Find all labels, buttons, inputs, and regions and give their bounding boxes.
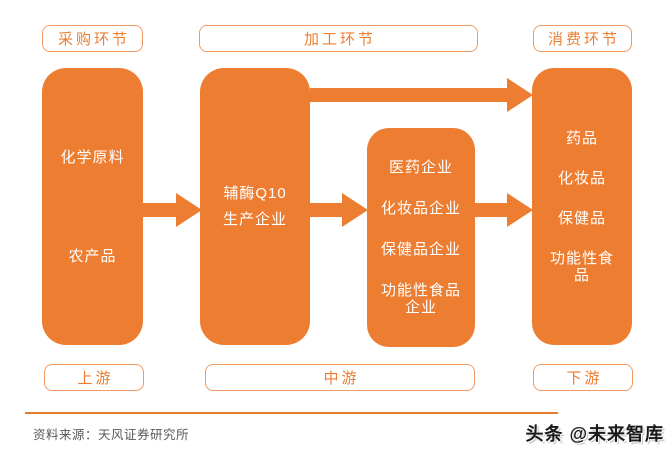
stage-tag-consumption: 消费环节 bbox=[533, 25, 632, 52]
arrow-head-icon bbox=[507, 78, 533, 112]
producer-line-manufacturers: 生产企业 bbox=[222, 211, 287, 228]
upstream-item-agricultural-products: 农产品 bbox=[68, 247, 117, 265]
source-note: 资料来源：天风证券研究所 bbox=[33, 428, 190, 442]
company-item-functional-food: 功能性食品企业 bbox=[380, 282, 461, 316]
upstream-item-chemical-materials: 化学原料 bbox=[60, 148, 125, 166]
stage-tag-upstream: 上游 bbox=[44, 364, 144, 391]
stage-tag-midstream: 中游 bbox=[205, 364, 475, 391]
product-item-healthcare: 保健品 bbox=[557, 209, 606, 227]
product-item-functional-food: 功能性食品 bbox=[549, 249, 614, 284]
stage-tag-processing: 加工环节 bbox=[199, 25, 478, 52]
stage-tag-processing-label: 加工环节 bbox=[303, 31, 376, 48]
producer-line-coq10: 辅酶Q10 bbox=[223, 185, 287, 202]
product-item-cosmetics: 化妆品 bbox=[557, 169, 606, 187]
stage-tag-midstream-label: 中游 bbox=[323, 370, 360, 387]
product-item-drugs: 药品 bbox=[565, 129, 598, 147]
stage-tag-consumption-label: 消费环节 bbox=[547, 31, 620, 48]
company-item-cosmetics: 化妆品企业 bbox=[380, 200, 461, 217]
downstream-companies-box: 医药企业 化妆品企业 保健品企业 功能性食品企业 bbox=[367, 128, 475, 347]
arrow-companies-to-products bbox=[475, 193, 533, 227]
arrow-head-icon bbox=[176, 193, 202, 227]
arrow-shaft bbox=[310, 203, 342, 217]
stage-tag-upstream-label: 上游 bbox=[77, 370, 114, 387]
footer-divider bbox=[25, 412, 558, 414]
arrow-shaft bbox=[143, 203, 176, 217]
stage-tag-procurement: 采购环节 bbox=[42, 25, 143, 52]
consumer-products-box: 药品 化妆品 保健品 功能性食品 bbox=[532, 68, 632, 345]
arrow-upstream-to-producer bbox=[143, 193, 202, 227]
stage-tag-downstream: 下游 bbox=[533, 364, 633, 391]
toutiao-watermark: 头条 @未来智库 bbox=[525, 424, 664, 444]
coq10-producer-box: 辅酶Q10 生产企业 bbox=[200, 68, 310, 345]
upstream-raw-materials-box: 化学原料 农产品 bbox=[42, 68, 143, 345]
arrow-producer-to-companies bbox=[310, 193, 368, 227]
arrow-shaft bbox=[475, 203, 507, 217]
stage-tag-procurement-label: 采购环节 bbox=[57, 31, 130, 48]
arrow-producer-to-products bbox=[310, 78, 533, 112]
company-item-healthcare: 保健品企业 bbox=[380, 241, 461, 258]
arrow-head-icon bbox=[507, 193, 533, 227]
stage-tag-downstream-label: 下游 bbox=[566, 370, 603, 387]
arrow-head-icon bbox=[342, 193, 368, 227]
company-item-pharma: 医药企业 bbox=[388, 159, 453, 176]
arrow-shaft bbox=[310, 88, 507, 102]
